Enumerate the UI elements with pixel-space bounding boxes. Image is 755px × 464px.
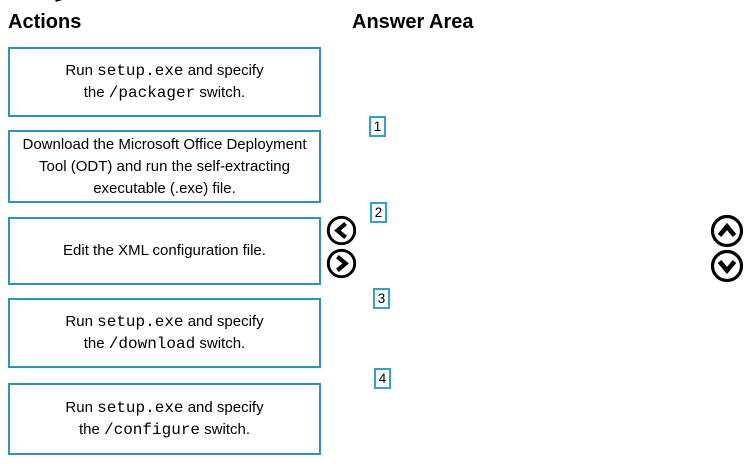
move-up-button[interactable] — [710, 214, 744, 248]
chevron-left-icon — [326, 215, 357, 246]
answer-slot-1[interactable]: 1 — [369, 116, 386, 137]
answer-area-title: Answer Area — [352, 11, 474, 33]
action-download-odt[interactable]: Download the Microsoft Office Deployment… — [8, 130, 321, 203]
actions-title: Actions — [8, 11, 82, 33]
answer-slot-4[interactable]: 4 — [374, 368, 391, 389]
chevron-down-icon — [710, 249, 744, 283]
answer-slot-2[interactable]: 2 — [370, 202, 387, 223]
action-card-label: Download the Microsoft Office Deployment… — [22, 135, 307, 197]
crop-artifact — [55, 0, 71, 2]
move-right-button[interactable] — [326, 248, 357, 279]
move-down-button[interactable] — [710, 249, 744, 283]
chevron-up-icon — [710, 214, 744, 248]
chevron-right-icon — [326, 248, 357, 279]
action-edit-xml[interactable]: Edit the XML configuration file. — [8, 217, 321, 285]
action-card-label: Edit the XML configuration file. — [63, 242, 266, 259]
answer-slot-3[interactable]: 3 — [373, 288, 390, 309]
move-left-button[interactable] — [326, 215, 357, 246]
